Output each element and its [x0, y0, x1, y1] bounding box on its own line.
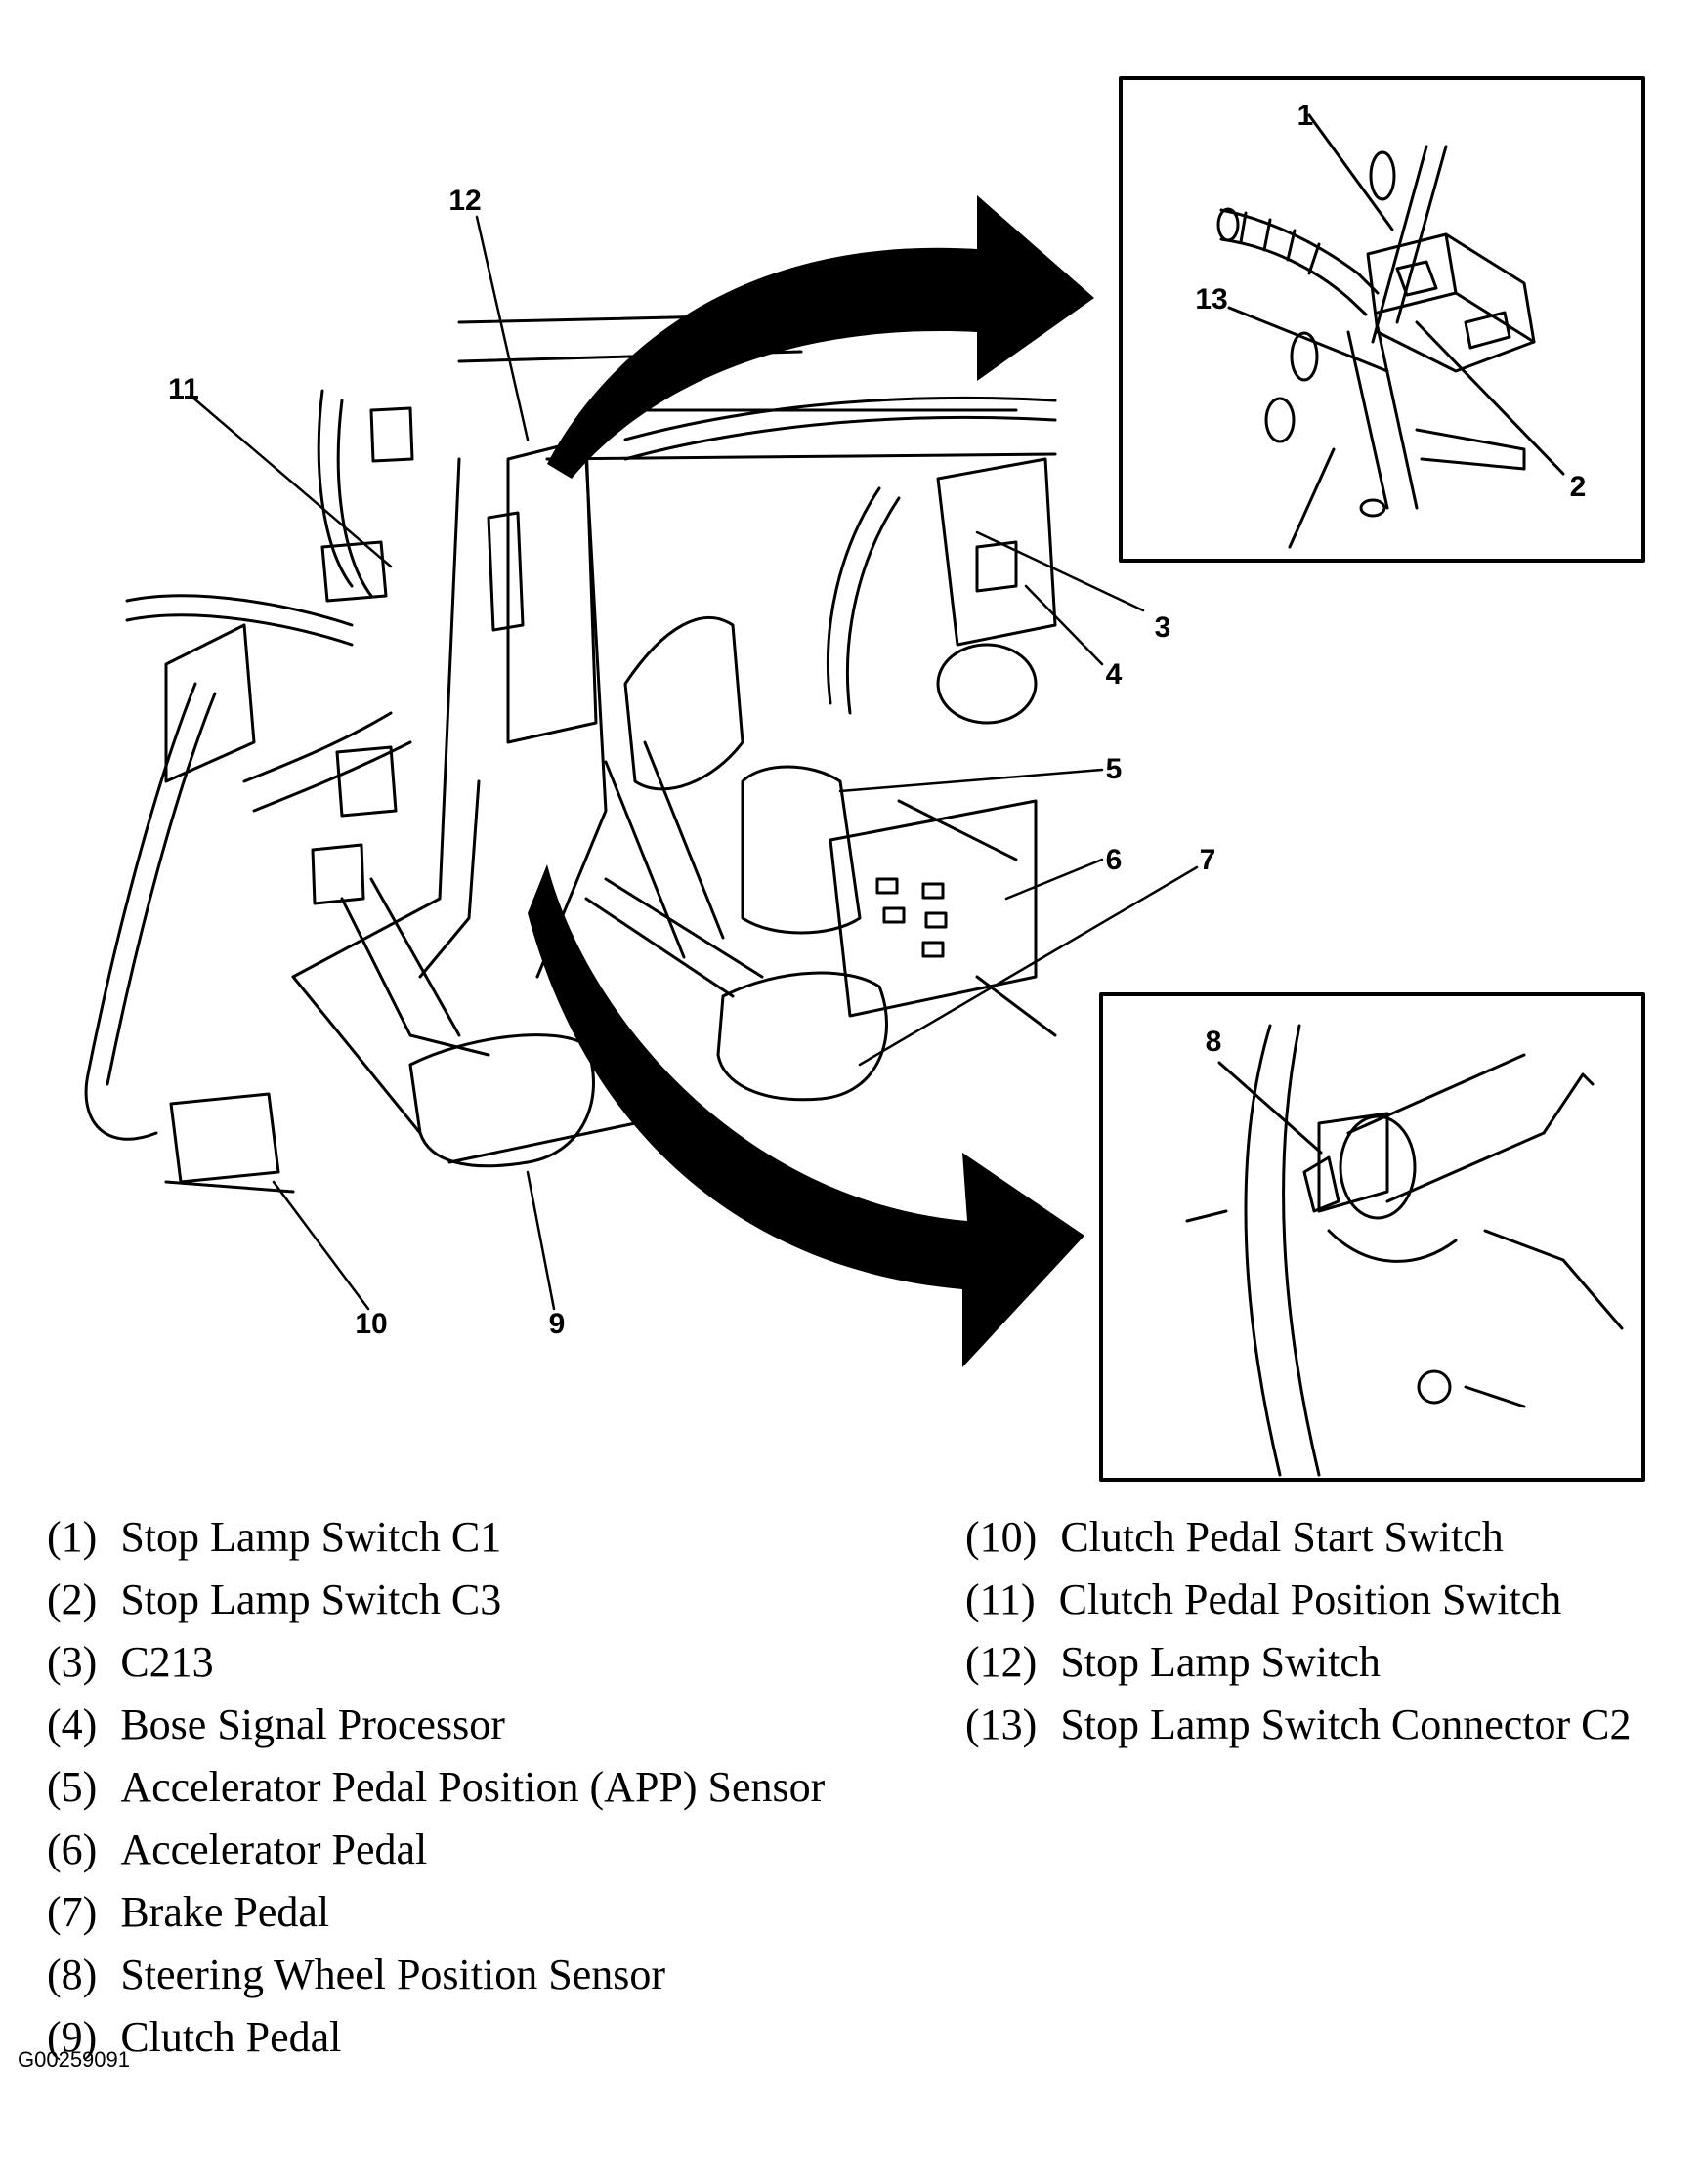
callout-13: 13 [1195, 283, 1227, 315]
brake-pedal-pad [716, 971, 888, 1102]
inset-box-top [1119, 76, 1645, 563]
legend-item: (3)C213 [47, 1638, 214, 1686]
callout-11: 11 [168, 373, 199, 405]
app-sensor-body [741, 765, 862, 935]
legend-item: (5)Accelerator Pedal Position (APP) Sens… [47, 1763, 826, 1811]
leader-lines [189, 215, 1199, 1311]
callout-7: 7 [1200, 844, 1216, 876]
legend-item: (2)Stop Lamp Switch C3 [47, 1575, 502, 1623]
steering-wheel-sensor-inset-drawing [1185, 1024, 1624, 1477]
legend-item: (4)Bose Signal Processor [47, 1701, 505, 1748]
pedal-bracket-drawing [84, 313, 1057, 1194]
figure-id: G00259091 [18, 2047, 130, 2072]
callout-9: 9 [549, 1308, 566, 1340]
legend-item: (10)Clutch Pedal Start Switch [965, 1513, 1504, 1561]
callout-1: 1 [1297, 100, 1314, 132]
legend-item: (9)Clutch Pedal [47, 2013, 342, 2061]
arrow-to-top-inset [547, 195, 1094, 479]
callout-2: 2 [1570, 471, 1587, 503]
legend-item: (11)Clutch Pedal Position Switch [965, 1575, 1562, 1623]
callout-8: 8 [1206, 1026, 1222, 1058]
legend-item: (7)Brake Pedal [47, 1888, 330, 1936]
callout-4: 4 [1106, 658, 1123, 691]
inset-box-bottom [1099, 992, 1645, 1482]
arrow-to-bottom-inset [528, 864, 1084, 1367]
legend-item: (8)Steering Wheel Position Sensor [47, 1951, 666, 1998]
callout-12: 12 [448, 185, 481, 217]
legend-item: (6)Accelerator Pedal [47, 1826, 428, 1873]
clutch-start-switch [169, 1092, 280, 1184]
callout-5: 5 [1106, 753, 1123, 785]
legend-item: (1)Stop Lamp Switch C1 [47, 1513, 502, 1561]
clutch-pedal-pad [408, 1033, 595, 1168]
stop-lamp-switch-inset-drawing [1216, 113, 1565, 549]
callout-6: 6 [1106, 844, 1123, 876]
callout-3: 3 [1155, 611, 1171, 644]
callout-10: 10 [355, 1308, 387, 1340]
legend-item: (12)Stop Lamp Switch [965, 1638, 1381, 1686]
legend-item: (13)Stop Lamp Switch Connector C2 [965, 1701, 1632, 1748]
